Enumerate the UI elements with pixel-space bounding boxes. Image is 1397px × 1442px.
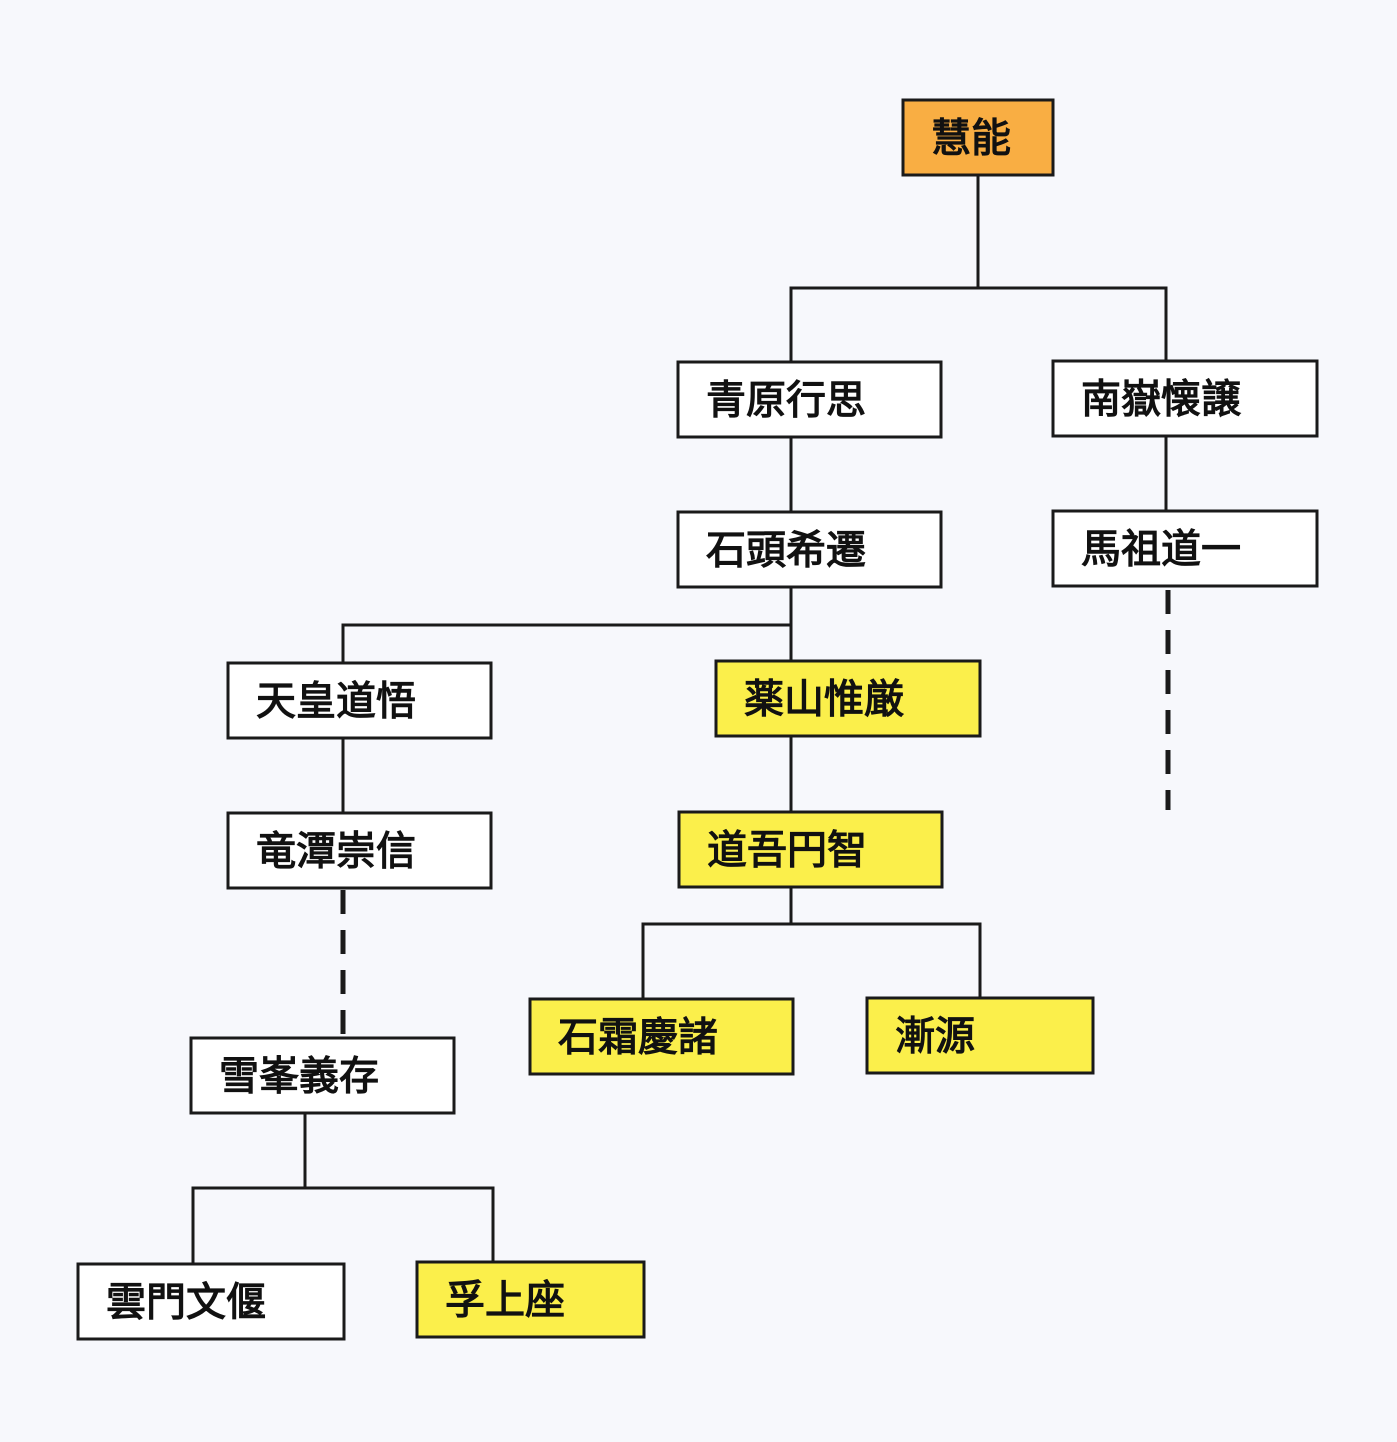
node-box	[1051, 359, 1319, 438]
edge-n0-n1	[789, 175, 980, 362]
node-n13: 孚上座	[415, 1260, 646, 1339]
edge-n8-n9	[641, 887, 793, 999]
node-n7: 竜潭崇信	[226, 811, 493, 890]
node-label: 慧能	[931, 116, 1011, 162]
node-box	[1051, 509, 1319, 588]
node-n2: 南嶽懐譲	[1051, 359, 1319, 438]
node-n3: 石頭希遷	[676, 510, 943, 589]
node-box	[901, 98, 1055, 177]
edge-n11-n12	[191, 1113, 307, 1264]
node-n0: 慧能	[901, 98, 1055, 177]
node-label: 孚上座	[445, 1278, 565, 1324]
node-label: 道吾円智	[707, 828, 867, 874]
node-label: 竜潭崇信	[256, 829, 416, 875]
node-label: 馬祖道一	[1081, 527, 1241, 573]
node-box	[76, 1262, 346, 1341]
node-box	[226, 661, 493, 740]
node-n9: 石霜慶諸	[528, 997, 795, 1076]
node-n5: 天皇道悟	[226, 661, 493, 740]
node-n8: 道吾円智	[677, 810, 944, 889]
node-label: 漸源	[895, 1014, 975, 1060]
node-label: 雲門文偃	[106, 1280, 266, 1326]
edge-n0-n2	[978, 286, 1168, 361]
node-n12: 雲門文偃	[76, 1262, 346, 1341]
node-box	[865, 996, 1095, 1075]
node-n11: 雪峯義存	[189, 1036, 456, 1115]
node-box	[676, 360, 943, 439]
edge-n8-n10	[791, 922, 982, 998]
node-box	[415, 1260, 646, 1339]
node-box	[676, 510, 943, 589]
node-n6: 薬山惟厳	[714, 659, 982, 738]
node-n1: 青原行思	[676, 360, 943, 439]
node-n10: 漸源	[865, 996, 1095, 1075]
node-label: 南嶽懐譲	[1081, 377, 1242, 423]
node-label: 天皇道悟	[256, 679, 416, 725]
node-label: 雪峯義存	[219, 1054, 379, 1100]
node-n4: 馬祖道一	[1051, 509, 1319, 588]
node-label: 石霜慶諸	[558, 1015, 718, 1061]
node-label: 青原行思	[706, 378, 866, 424]
node-label: 石頭希遷	[706, 528, 866, 574]
node-box	[528, 997, 795, 1076]
node-box	[714, 659, 982, 738]
edge-n3-n5	[341, 587, 793, 663]
node-box	[226, 811, 493, 890]
node-box	[189, 1036, 456, 1115]
edge-n11-n13	[305, 1186, 495, 1262]
edges-layer	[191, 175, 1171, 1264]
node-label: 薬山惟厳	[744, 677, 905, 723]
node-box	[677, 810, 944, 889]
